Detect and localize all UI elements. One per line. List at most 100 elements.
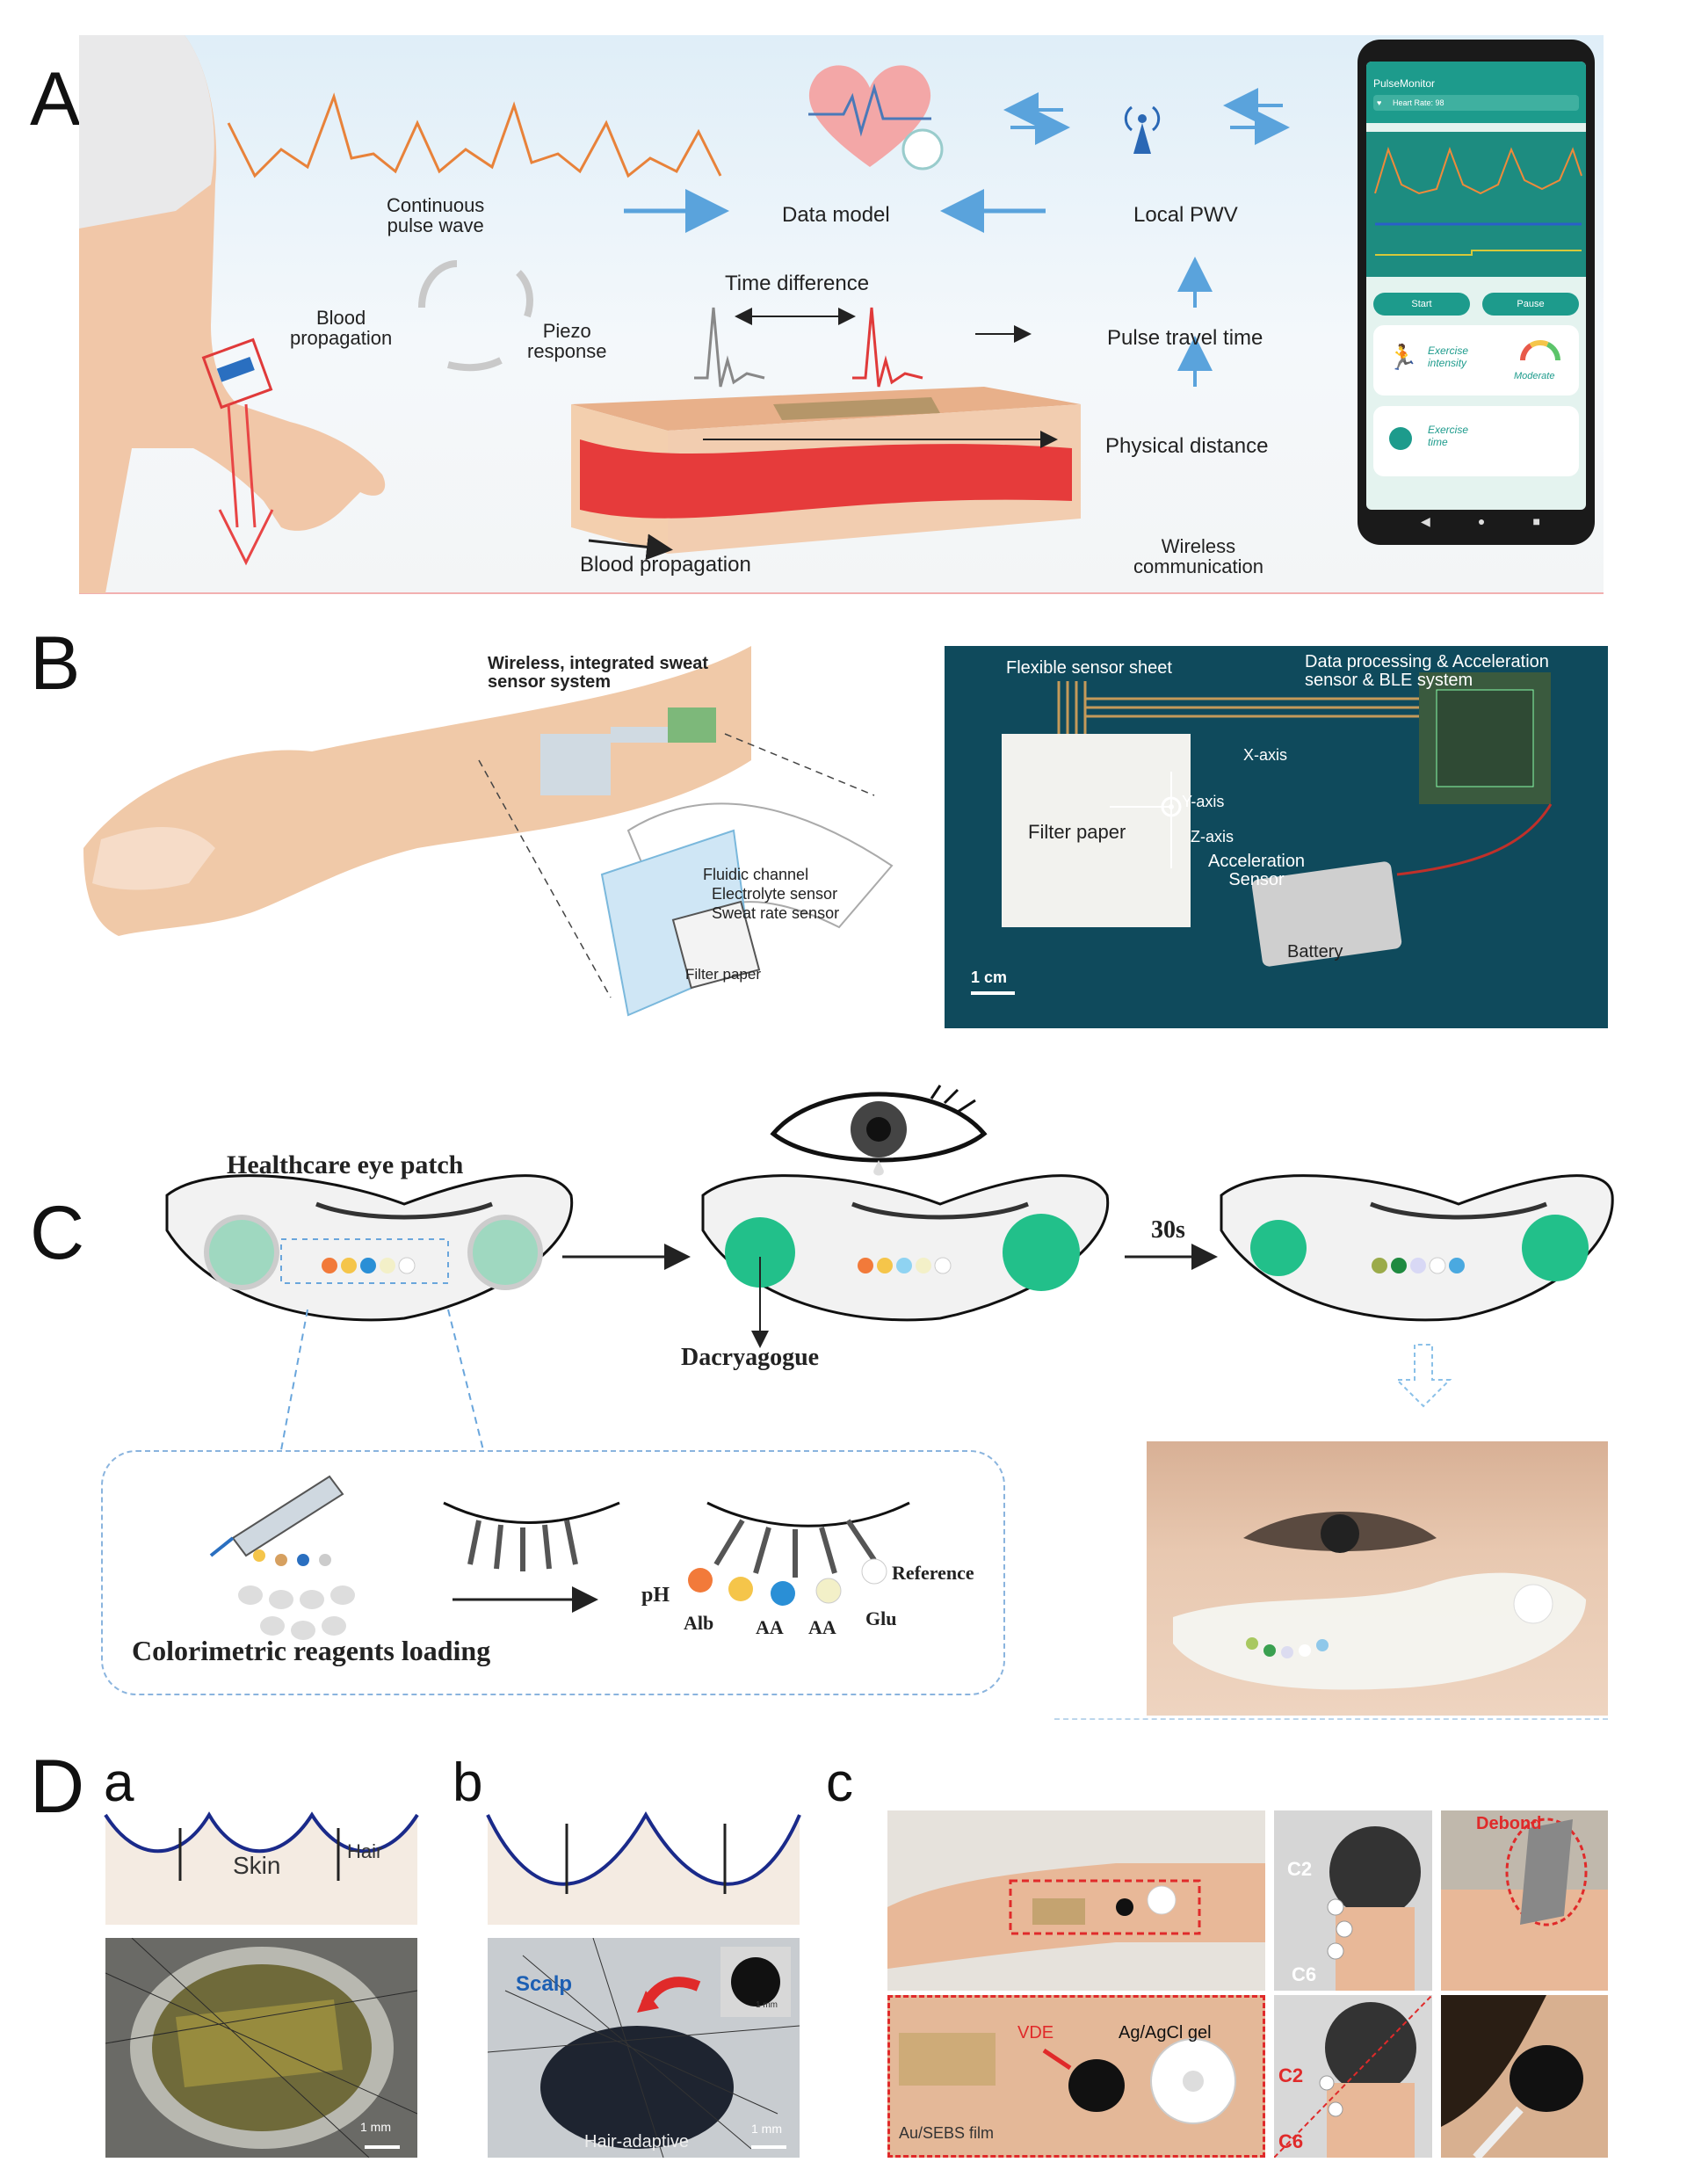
label-acceleration-sensor: Acceleration Sensor <box>1208 852 1306 889</box>
exercise-intensity-card: 🏃 Exercise intensity Moderate <box>1373 325 1579 395</box>
label-data-model: Data model <box>782 203 890 227</box>
flow-arrows <box>624 88 1290 308</box>
panel-a-divider <box>79 592 1604 594</box>
phone-heart-icon: ♥ <box>1377 98 1382 107</box>
eye-patch-photo-illustration <box>1173 1512 1586 1690</box>
neck-electrode-photo-2: C2 C6 <box>1274 1995 1432 2158</box>
panel-c-divider <box>1054 1718 1608 1721</box>
flow-arrows-lower <box>1177 336 1213 387</box>
label-wireless-communication: Wireless communication <box>1133 535 1263 578</box>
label-aa-1: AA <box>756 1616 784 1638</box>
nav-recent-icon[interactable]: ■ <box>1532 514 1540 528</box>
phone-chart <box>1366 132 1586 277</box>
nav-back-icon[interactable]: ◀ <box>1421 514 1430 528</box>
panel-label-a: A <box>30 57 81 141</box>
exercise-intensity-label: Exercise intensity <box>1428 345 1469 369</box>
reagent-loading-illustration <box>209 1475 910 1640</box>
label-aa-2: AA <box>808 1616 836 1638</box>
label-filter-paper: Filter paper <box>1028 821 1126 843</box>
label-scale-a: 1 mm <box>360 2120 391 2134</box>
label-sweat-system-title: Wireless, integrated sweat sensor system <box>488 654 709 692</box>
label-healthcare-eye-patch: Healthcare eye patch <box>227 1150 464 1179</box>
panel-label-c: C <box>30 1191 85 1275</box>
phone-nav-bar: ◀ ● ■ <box>1397 514 1564 532</box>
label-pulse-travel-time: Pulse travel time <box>1107 326 1263 350</box>
label-time-difference: Time difference <box>725 272 870 295</box>
label-battery: Battery <box>1287 942 1343 961</box>
label-alb: Alb <box>684 1612 714 1634</box>
continuous-pulse-waveform <box>227 92 722 178</box>
label-c2-bottom: C2 <box>1278 2064 1304 2086</box>
neck-illustration-2 <box>1274 1995 1432 2158</box>
heart-icon <box>808 65 944 171</box>
forearm-illustration <box>887 1863 1265 1969</box>
reagent-loading-box <box>101 1450 1005 1695</box>
label-y-axis: Y-axis <box>1182 793 1225 810</box>
sub-label-a: a <box>104 1752 134 1813</box>
antenna-icon <box>1124 105 1161 154</box>
label-c6-top: C6 <box>1292 1963 1317 1985</box>
label-au-sebs-film: Au/SEBS film <box>899 2124 995 2142</box>
phone-heart-rate-bar: ♥ Heart Rate: 98 <box>1373 95 1579 111</box>
label-local-pwv: Local PWV <box>1133 203 1238 227</box>
sub-label-b: b <box>453 1752 483 1813</box>
neck-illustration-1 <box>1327 1826 1421 1991</box>
patch-spots-1 <box>322 1257 416 1274</box>
label-vde: VDE <box>1017 2023 1054 2043</box>
label-physical-distance: Physical distance <box>1105 434 1269 458</box>
gold-film-illustration <box>105 1938 417 2158</box>
label-scale-b-inset: 1 mm <box>756 2000 778 2010</box>
label-x-axis: X-axis <box>1243 746 1288 764</box>
intensity-gauge-icon <box>1520 340 1560 361</box>
label-reference: Reference <box>892 1562 974 1584</box>
label-sweat-rate-sensor: Sweat rate sensor <box>712 904 840 922</box>
label-hair-adaptive: Hair-adaptive <box>584 2132 689 2151</box>
label-blood-propagation-loop: Blood propagation <box>290 307 393 350</box>
nav-home-icon[interactable]: ● <box>1477 514 1486 528</box>
photo-traces <box>971 672 1553 995</box>
label-dacryagogue: Dacryagogue <box>681 1344 820 1371</box>
hair-adaptive-schematic <box>486 1810 801 1925</box>
phone-app-header: PulseMonitor ♥ Heart Rate: 98 <box>1366 62 1586 123</box>
neck-closeup-photo <box>1441 1995 1608 2158</box>
start-button[interactable]: Start <box>1373 293 1470 316</box>
scalp-illustration <box>488 1938 800 2158</box>
runner-icon: 🏃 <box>1387 344 1418 371</box>
label-data-processing: Data processing & Acceleration sensor & … <box>1305 652 1549 690</box>
label-fluidic-channel: Fluidic channel <box>703 866 809 883</box>
label-ag-agcl-gel: Ag/AgCl gel <box>1119 2023 1212 2043</box>
neck-electrode-photo-1: C2 C6 <box>1274 1810 1432 1991</box>
label-scale-b-main: 1 mm <box>751 2122 782 2136</box>
eye-patch-diagrams <box>165 1174 1614 1451</box>
arm-illustration <box>79 35 386 593</box>
electrode-closeup-photo: VDE Ag/AgCl gel Au/SEBS film <box>887 1995 1265 2158</box>
label-colorimetric-reagents-loading: Colorimetric reagents loading <box>132 1635 491 1666</box>
label-flexible-sensor-sheet: Flexible sensor sheet <box>1006 658 1172 678</box>
label-skin: Skin <box>233 1852 281 1879</box>
debond-photo: Debond <box>1441 1810 1608 1991</box>
arrow-to-travel-time <box>975 325 1032 343</box>
patch-spots-2 <box>858 1257 952 1274</box>
label-electrolyte-sensor: Electrolyte sensor <box>712 885 838 903</box>
sub-label-c: c <box>826 1752 853 1813</box>
label-hair: Hair <box>347 1840 383 1862</box>
pause-button[interactable]: Pause <box>1482 293 1579 316</box>
label-filter-paper-small: Filter paper <box>685 966 761 983</box>
label-30s: 30s <box>1151 1216 1185 1244</box>
label-c6-bottom: C6 <box>1278 2130 1304 2152</box>
label-c2-top: C2 <box>1287 1858 1313 1880</box>
eye-icon <box>770 1085 988 1176</box>
label-z-axis: Z-axis <box>1191 828 1234 845</box>
arm-sweat-sensor-illustration <box>83 646 894 1017</box>
label-glu: Glu <box>865 1607 897 1629</box>
label-continuous-pulse-wave: Continuous pulse wave <box>387 194 485 237</box>
phone-screen: PulseMonitor ♥ Heart Rate: 98 Start Paus… <box>1366 62 1586 510</box>
phone-app-title: PulseMonitor <box>1373 77 1436 90</box>
label-scale-bar: 1 cm <box>971 969 1008 986</box>
intensity-level-label: Moderate <box>1514 371 1555 381</box>
label-scalp: Scalp <box>516 1972 573 1996</box>
eye-patch-photo <box>1147 1441 1608 1716</box>
panel-label-d: D <box>30 1745 85 1829</box>
electrode-closeup-illustration <box>899 2033 1236 2124</box>
exercise-time-card: Exercise time <box>1373 406 1579 476</box>
